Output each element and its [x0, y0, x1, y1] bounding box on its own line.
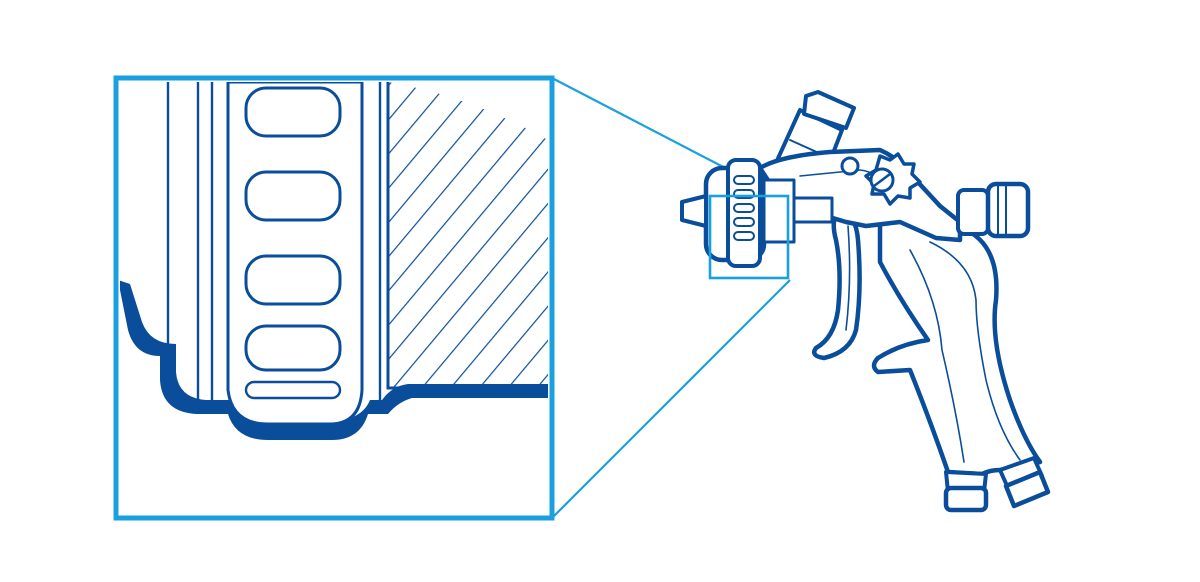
pivot-screw: [840, 156, 860, 176]
ring-slot: [244, 324, 342, 372]
bottom-fittings: [943, 456, 1051, 513]
nozzle-body-silhouette: [120, 280, 548, 440]
adjustment-knob: [864, 152, 922, 206]
ring-slot: [244, 86, 342, 138]
callout-line-bottom: [551, 279, 791, 519]
gun-handle: [871, 203, 1043, 477]
hatched-section-edge: [386, 82, 548, 390]
hatched-section: [388, 82, 548, 388]
spray-gun: [680, 90, 1051, 513]
zoom-detail-content: [120, 82, 548, 440]
zoom-detail-panel: [113, 75, 555, 521]
handle-inner-line: [909, 249, 965, 463]
detail-source-marker: [708, 194, 790, 280]
rear-connector: [956, 181, 1031, 239]
handle-inner-line: [929, 241, 1021, 461]
gun-trigger: [812, 207, 862, 361]
fluid-tip: [680, 194, 708, 228]
ring-slot: [244, 380, 342, 400]
ring-slot: [244, 170, 342, 222]
zoom-frame: [113, 75, 555, 521]
needle-shaft: [792, 196, 834, 224]
ring-slot: [244, 254, 342, 306]
